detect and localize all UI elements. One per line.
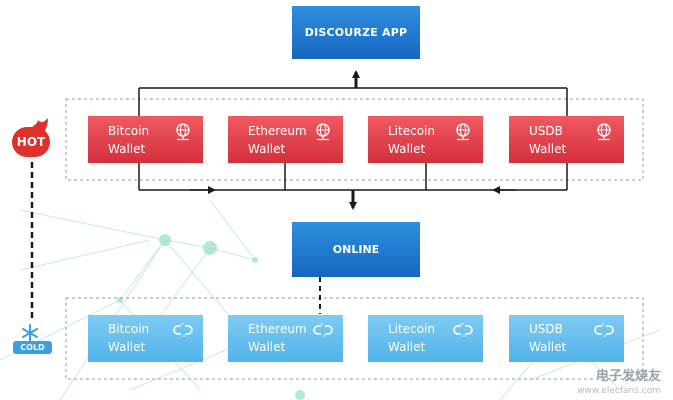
cold-wallet-bitcoin[interactable]: Bitcoin Wallet: [88, 315, 203, 362]
wallet-name: Bitcoin: [108, 124, 150, 138]
cold-badge-label: COLD: [20, 343, 45, 352]
wallet-name: Litecoin: [388, 322, 435, 336]
unlink-icon: [594, 323, 614, 337]
unlink-icon: [313, 323, 333, 337]
unlink-icon: [173, 323, 193, 337]
watermark-text: 电子发烧友: [595, 369, 661, 384]
wallet-to-online-connector: [138, 163, 568, 191]
discourze-app-box[interactable]: DISCOURZE APP: [292, 6, 420, 59]
wallet-type: Wallet: [388, 340, 426, 354]
unlink-icon: [453, 323, 473, 337]
wallet-type: Wallet: [248, 142, 286, 156]
wallet-type: Wallet: [108, 340, 146, 354]
cold-wallet-ethereum[interactable]: Ethereum Wallet: [228, 315, 343, 362]
cold-wallet-usdb[interactable]: USDB Wallet: [509, 315, 624, 362]
wallet-name: Ethereum: [248, 322, 307, 336]
hot-badge-label: HOT: [16, 135, 46, 149]
app-label: DISCOURZE APP: [304, 26, 408, 39]
globe-icon: [597, 123, 611, 141]
wallet-type: Wallet: [529, 142, 567, 156]
globe-icon: [456, 123, 470, 141]
wallet-name: Litecoin: [388, 124, 435, 138]
globe-icon: [176, 123, 190, 141]
snowflake-icon: [22, 324, 38, 342]
hot-wallet-usdb[interactable]: USDB Wallet: [509, 116, 624, 163]
wallet-type: Wallet: [529, 340, 567, 354]
wallet-name: USDB: [529, 124, 563, 138]
wallet-name: Ethereum: [248, 124, 307, 138]
wallet-to-app-connector: [138, 87, 568, 116]
online-box[interactable]: ONLINE: [292, 222, 420, 277]
wallet-type: Wallet: [388, 142, 426, 156]
wallet-name: Bitcoin: [108, 322, 150, 336]
hot-wallet-ethereum[interactable]: Ethereum Wallet: [228, 116, 343, 163]
hot-wallet-bitcoin[interactable]: Bitcoin Wallet: [88, 116, 203, 163]
hot-wallet-group-outline: [65, 98, 644, 181]
globe-icon: [316, 123, 330, 141]
hot-badge: HOT: [12, 127, 50, 157]
online-label: ONLINE: [332, 243, 380, 256]
wallet-type: Wallet: [108, 142, 146, 156]
watermark-url: www.elecfans.com: [577, 386, 661, 396]
wallet-type: Wallet: [248, 340, 286, 354]
cold-badge: COLD: [13, 341, 52, 354]
cold-wallet-litecoin[interactable]: Litecoin Wallet: [368, 315, 483, 362]
wallet-name: USDB: [529, 322, 563, 336]
cold-wallet-group-outline: [65, 297, 644, 380]
hot-wallet-litecoin[interactable]: Litecoin Wallet: [368, 116, 483, 163]
